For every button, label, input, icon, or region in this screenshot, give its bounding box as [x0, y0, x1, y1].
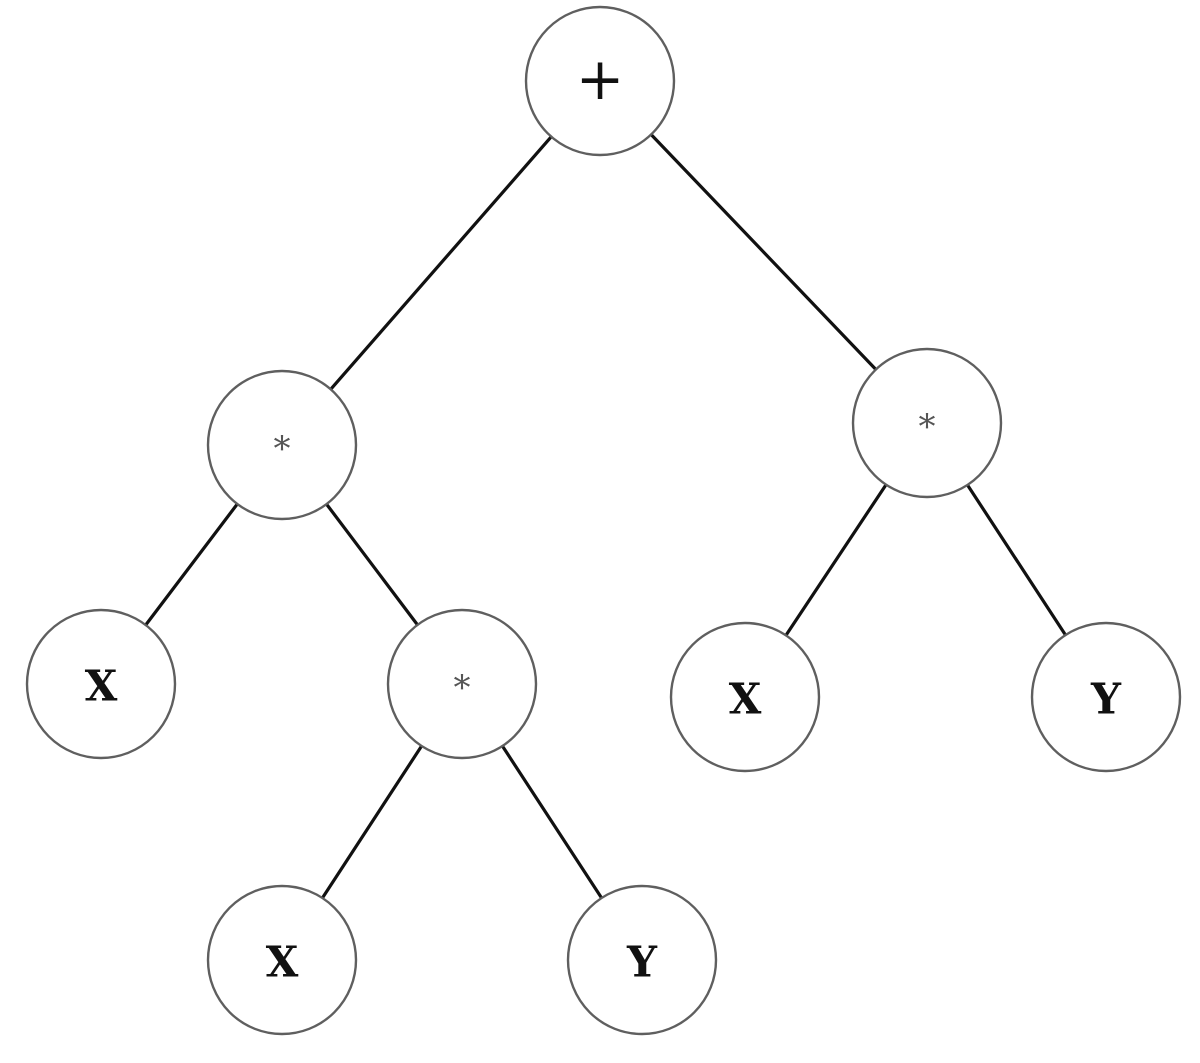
edge-inner-mul-to-inner-x [320, 744, 424, 900]
node-circle [206, 884, 358, 1036]
tree-node-left-x: X [25, 608, 177, 760]
tree-node-left-mul: * [206, 369, 358, 521]
node-circle [566, 884, 718, 1036]
node-circle [1030, 621, 1182, 773]
tree-node-inner-mul: * [386, 608, 538, 760]
node-circle [25, 608, 177, 760]
edge-right-mul-to-right-x [784, 483, 888, 638]
node-label: + [576, 45, 625, 113]
edge-left-mul-to-inner-mul [324, 502, 420, 627]
node-label: * [454, 668, 471, 708]
node-label: Y [1090, 675, 1122, 724]
node-label: X [266, 938, 299, 987]
edge-right-mul-to-right-y [965, 483, 1068, 637]
edge-root-to-left-mul [329, 135, 553, 391]
tree-node-right-mul: * [851, 347, 1003, 499]
edge-inner-mul-to-inner-y [500, 744, 604, 900]
tree-node-root: + [524, 5, 676, 157]
edge-left-mul-to-left-x [144, 502, 239, 627]
node-label: * [919, 407, 936, 447]
node-circle [524, 5, 676, 157]
tree-node-inner-x: X [206, 884, 358, 1036]
tree-node-right-x: X [669, 621, 821, 773]
tree-node-inner-y: Y [566, 884, 718, 1036]
node-label: X [729, 675, 762, 724]
tree-nodes: + * * X * X Y X Y [25, 5, 1182, 1036]
node-circle [206, 369, 358, 521]
node-circle [851, 347, 1003, 499]
tree-edges [144, 132, 1068, 900]
tree-node-right-y: Y [1030, 621, 1182, 773]
node-label: * [274, 429, 291, 469]
node-circle [386, 608, 538, 760]
edge-root-to-right-mul [649, 132, 878, 372]
node-label: Y [626, 938, 658, 987]
node-circle [669, 621, 821, 773]
node-label: X [85, 662, 118, 711]
